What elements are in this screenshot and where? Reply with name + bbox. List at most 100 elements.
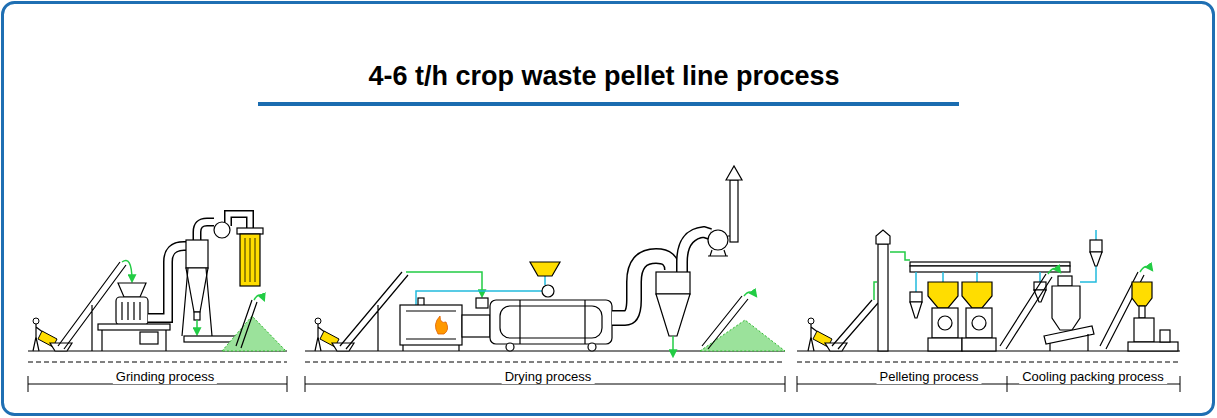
pellet-mill bbox=[928, 282, 962, 351]
hammer-mill bbox=[116, 297, 148, 325]
counterflow-cooler bbox=[1044, 326, 1094, 344]
exhaust-fan bbox=[708, 230, 728, 250]
cyclone bbox=[182, 268, 212, 336]
connector-hood bbox=[462, 315, 490, 337]
exhaust-fan bbox=[708, 230, 730, 256]
cyclone bbox=[186, 268, 208, 312]
material-flow bbox=[1048, 268, 1060, 274]
fan bbox=[542, 285, 554, 297]
pellet-mill bbox=[966, 308, 992, 338]
cyclone bbox=[182, 240, 212, 336]
feeder bbox=[476, 298, 488, 308]
ground-lines bbox=[28, 350, 1180, 351]
cyclone bbox=[656, 272, 690, 336]
air-duct bbox=[228, 214, 250, 228]
inclined-conveyor bbox=[702, 296, 748, 349]
exhaust-fan bbox=[708, 250, 728, 256]
screw-conveyor bbox=[910, 266, 1070, 272]
counterflow-cooler bbox=[1052, 286, 1080, 330]
material-flow bbox=[744, 292, 756, 296]
air-duct bbox=[148, 246, 188, 318]
stage-label: Pelleting process bbox=[877, 369, 982, 384]
title-underline bbox=[258, 102, 959, 106]
screw-conveyor bbox=[910, 262, 1070, 266]
small-cyclone bbox=[1034, 282, 1046, 302]
bag-filter bbox=[237, 228, 263, 286]
air-duct bbox=[228, 214, 250, 228]
material-flow bbox=[874, 282, 877, 300]
pellet-mill bbox=[962, 282, 996, 351]
bag-filter bbox=[237, 228, 263, 234]
bag-filter bbox=[240, 234, 260, 286]
hammer-mill bbox=[98, 324, 170, 330]
chimney bbox=[726, 166, 742, 242]
hot-air-stove bbox=[406, 311, 456, 339]
material-flow bbox=[122, 261, 132, 281]
hot-air-stove bbox=[400, 305, 462, 345]
drying-section bbox=[315, 166, 785, 356]
packing-scale bbox=[1128, 342, 1178, 351]
packing-scale bbox=[1128, 282, 1178, 351]
air-duct bbox=[682, 232, 710, 272]
packing-scale bbox=[1134, 318, 1154, 342]
air-duct bbox=[197, 222, 214, 240]
inclined-conveyor bbox=[340, 272, 408, 351]
chimney bbox=[730, 180, 738, 242]
pellet-mill bbox=[962, 282, 992, 308]
small-hopper bbox=[530, 262, 560, 276]
counterflow-cooler bbox=[1044, 276, 1094, 351]
counterflow-cooler bbox=[1058, 276, 1072, 286]
bucket-elevator bbox=[876, 230, 890, 244]
screw-conveyor bbox=[910, 262, 1070, 272]
material-flow bbox=[254, 295, 264, 300]
pellet-mill bbox=[962, 338, 996, 351]
rotary-dryer bbox=[490, 300, 612, 351]
diagram-title: 4-6 t/h crop waste pellet line process bbox=[0, 60, 1208, 92]
bucket-elevator bbox=[878, 244, 888, 351]
air-duct bbox=[682, 232, 710, 272]
material-flow bbox=[196, 320, 198, 334]
hot-air-stove bbox=[403, 345, 459, 351]
hammer-mill bbox=[140, 332, 158, 344]
air-duct bbox=[148, 214, 250, 318]
cooling-packing-section bbox=[1000, 230, 1178, 351]
stage-label: Grinding process bbox=[113, 369, 217, 384]
pellet-mill bbox=[932, 308, 958, 338]
packing-scale bbox=[1139, 306, 1145, 318]
small-cyclone bbox=[910, 302, 922, 318]
pellet-mill bbox=[972, 316, 986, 330]
rotary-dryer bbox=[520, 300, 585, 344]
small-cyclone bbox=[1090, 240, 1102, 266]
rotary-dryer bbox=[506, 343, 514, 351]
grinding-section bbox=[33, 214, 286, 351]
packing-scale bbox=[1160, 330, 1170, 342]
cyclone bbox=[656, 294, 690, 336]
flame-icon bbox=[435, 316, 447, 334]
hammer-mill bbox=[118, 283, 146, 297]
hammer-mill bbox=[122, 302, 140, 320]
chimney bbox=[726, 166, 742, 180]
rotary-dryer bbox=[490, 300, 612, 344]
air-duct bbox=[148, 246, 188, 318]
inclined-conveyor bbox=[832, 300, 878, 349]
pellet-mill bbox=[938, 316, 952, 330]
small-cyclone bbox=[1090, 252, 1102, 266]
packing-scale bbox=[1132, 282, 1152, 306]
material-flow bbox=[1140, 266, 1152, 272]
cyclone bbox=[656, 272, 690, 294]
rotary-dryer bbox=[500, 306, 602, 338]
bucket-elevator bbox=[876, 230, 890, 351]
fan bbox=[214, 222, 230, 238]
bag-filter bbox=[245, 238, 255, 282]
material-pile bbox=[700, 320, 785, 351]
cyclone bbox=[194, 312, 200, 320]
material-flow bbox=[890, 252, 910, 260]
pelleting-section bbox=[808, 230, 1070, 351]
pellet-mill bbox=[928, 282, 958, 308]
pellet-mill bbox=[928, 338, 962, 351]
stage-label: Drying process bbox=[502, 369, 595, 384]
inclined-conveyor bbox=[236, 300, 257, 348]
rotary-dryer bbox=[588, 343, 596, 351]
